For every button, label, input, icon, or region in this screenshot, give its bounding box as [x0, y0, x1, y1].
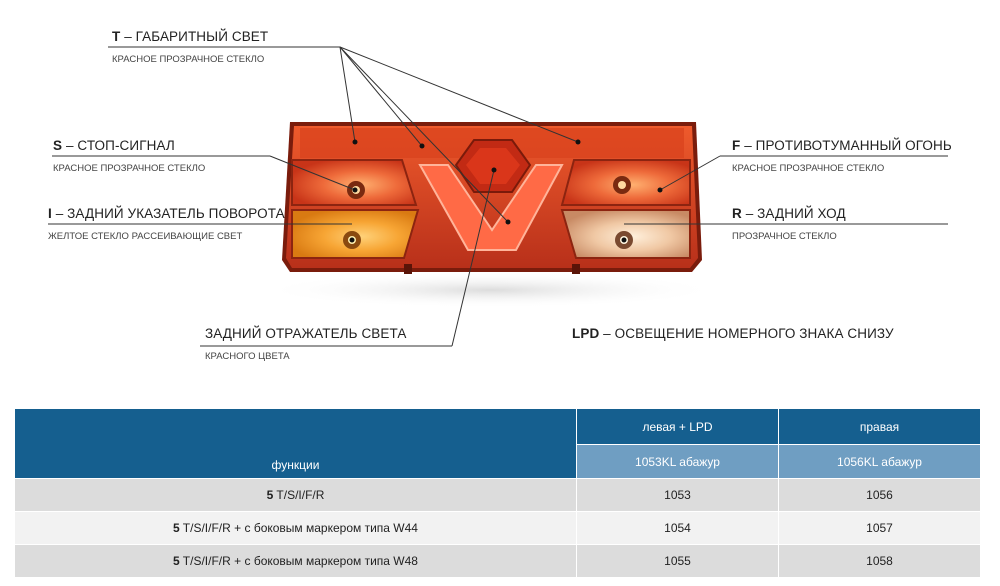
- col-left-header: левая + LPD: [576, 408, 779, 445]
- label-r-title: R – ЗАДНИЙ ХОД: [732, 206, 846, 221]
- functions-header: функции: [14, 408, 577, 479]
- label-s-sub: КРАСНОЕ ПРОЗРАЧНОЕ СТЕКЛО: [53, 163, 206, 174]
- leader-dots: [349, 139, 663, 243]
- label-t-title: T – ГАБАРИТНЫЙ СВЕТ: [112, 29, 269, 44]
- label-lpd-title: LPD – ОСВЕЩЕНИЕ НОМЕРНОГО ЗНАКА СНИЗУ: [572, 326, 894, 341]
- label-f-title: F – ПРОТИВОТУМАННЫЙ ОГОНЬ: [732, 138, 952, 153]
- label-f-sub: КРАСНОЕ ПРОЗРАЧНОЕ СТЕКЛО: [732, 163, 885, 174]
- row-function: 5 T/S/I/F/R + с боковым маркером типа W4…: [14, 511, 577, 545]
- label-i-title: I – ЗАДНИЙ УКАЗАТЕЛЬ ПОВОРОТА: [48, 206, 285, 221]
- row-function: 5 T/S/I/F/R + с боковым маркером типа W4…: [14, 544, 577, 578]
- row-left-code: 1054: [576, 511, 779, 545]
- leader-lines: [48, 46, 948, 347]
- col-left-sub: 1053KL абажур: [576, 444, 779, 479]
- col-right-header: правая: [778, 408, 981, 445]
- row-function: 5 T/S/I/F/R: [14, 478, 577, 512]
- row-left-code: 1053: [576, 478, 779, 512]
- label-r-sub: ПРОЗРАЧНОЕ СТЕКЛО: [732, 231, 837, 242]
- row-right-code: 1058: [778, 544, 981, 578]
- row-right-code: 1056: [778, 478, 981, 512]
- col-right-sub: 1056KL абажур: [778, 444, 981, 479]
- lamp-shadow: [260, 272, 720, 308]
- label-s-title: S – СТОП-СИГНАЛ: [53, 138, 175, 153]
- table-row: 5 T/S/I/F/R + с боковым маркером типа W4…: [14, 544, 981, 578]
- table-row: 5 T/S/I/F/R 1053 1056: [14, 478, 981, 512]
- tail-lamp: [282, 122, 702, 274]
- label-t-sub: КРАСНОЕ ПРОЗРАЧНОЕ СТЕКЛО: [112, 54, 265, 65]
- row-left-code: 1055: [576, 544, 779, 578]
- label-reflector-sub: КРАСНОГО ЦВЕТА: [205, 351, 290, 362]
- spec-table: функции левая + LPD правая 1053KL абажур…: [14, 408, 981, 578]
- label-reflector-title: ЗАДНИЙ ОТРАЖАТЕЛЬ СВЕТА: [205, 326, 407, 341]
- label-i-sub: ЖЕЛТОЕ СТЕКЛО РАССЕИВАЮЩИЕ СВЕТ: [48, 231, 243, 242]
- tail-lamp-diagram: [48, 46, 948, 347]
- row-right-code: 1057: [778, 511, 981, 545]
- table-row: 5 T/S/I/F/R + с боковым маркером типа W4…: [14, 511, 981, 545]
